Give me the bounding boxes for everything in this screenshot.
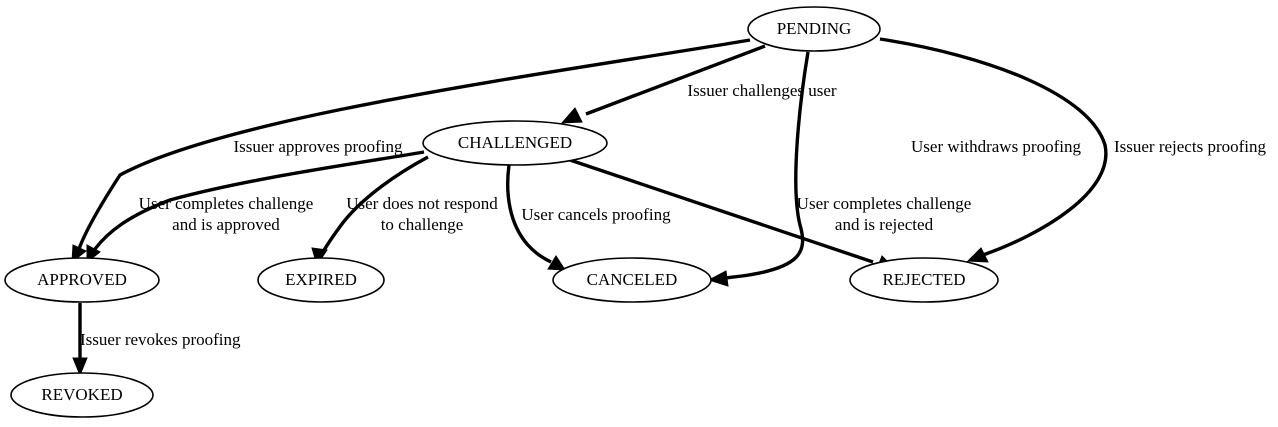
edge-label-challenged-canceled: User cancels proofing: [521, 205, 671, 224]
node-challenged-shape[interactable]: [422, 120, 608, 166]
edge-pending-challenged: [560, 44, 766, 124]
node-canceled-label: CANCELED: [587, 270, 678, 289]
node-revoked-label: REVOKED: [41, 385, 122, 404]
edge-challenged-expired-path: [321, 155, 429, 253]
node-approved-label: APPROVED: [37, 270, 127, 289]
node-revoked-shape[interactable]: [10, 372, 154, 418]
edge-challenged-canceled-path: [506, 164, 552, 264]
edge-pending-canceled: [707, 51, 810, 287]
node-canceled-shape[interactable]: [552, 257, 712, 303]
node-rejected[interactable]: REJECTED: [849, 257, 999, 303]
edge-label-pending-rejected: Issuer rejects proofing: [1114, 137, 1267, 156]
edge-label-challenged-rejected-line1: User completes challenge: [797, 194, 972, 213]
edge-challenged-canceled: [506, 164, 566, 271]
edge-challenged-canceled-arrowhead: [547, 255, 566, 271]
node-canceled[interactable]: CANCELED: [552, 257, 712, 303]
node-approved[interactable]: APPROVED: [4, 257, 160, 303]
edge-pending-approved-path: [77, 38, 751, 250]
node-expired-label: EXPIRED: [285, 270, 357, 289]
edge-approved-revoked: [72, 303, 88, 377]
edge-pending-canceled-path: [724, 51, 810, 280]
edge-label-challenged-expired-line1: User does not respond: [346, 194, 498, 213]
node-pending-shape[interactable]: [747, 6, 881, 52]
edge-label-pending-approved: Issuer approves proofing: [233, 137, 403, 156]
edge-label-pending-challenged: Issuer challenges user: [687, 81, 837, 100]
node-pending-label: PENDING: [777, 19, 852, 38]
edge-pending-rejected-arrowhead: [966, 247, 989, 263]
edge-label-challenged-rejected-line2: and is rejected: [835, 215, 934, 234]
edge-pending-rejected: [879, 37, 1108, 263]
edge-challenged-rejected-path: [569, 158, 874, 264]
edge-pending-canceled-arrowhead: [707, 270, 729, 287]
node-rejected-shape[interactable]: [849, 257, 999, 303]
edge-pending-challenged-arrowhead: [560, 107, 583, 124]
edge-label-challenged-approved-line1: User completes challenge: [139, 194, 314, 213]
node-expired-shape[interactable]: [257, 257, 385, 303]
node-revoked[interactable]: REVOKED: [10, 372, 154, 418]
edge-challenged-approved-path: [93, 150, 425, 251]
edge-pending-rejected-path: [879, 37, 1108, 257]
node-pending[interactable]: PENDING: [747, 6, 881, 52]
edge-label-challenged-expired-line2: to challenge: [381, 215, 464, 234]
node-challenged[interactable]: CHALLENGED: [422, 120, 608, 166]
node-expired[interactable]: EXPIRED: [257, 257, 385, 303]
edge-pending-challenged-path: [585, 44, 766, 116]
edge-label-approved-revoked: Issuer revokes proofing: [80, 330, 241, 349]
edge-approved-revoked-arrowhead: [72, 357, 88, 377]
node-rejected-label: REJECTED: [882, 270, 965, 289]
edge-label-pending-canceled: User withdraws proofing: [911, 137, 1081, 156]
node-approved-shape[interactable]: [4, 257, 160, 303]
node-challenged-label: CHALLENGED: [458, 133, 572, 152]
edge-label-challenged-approved-line2: and is approved: [172, 215, 280, 234]
